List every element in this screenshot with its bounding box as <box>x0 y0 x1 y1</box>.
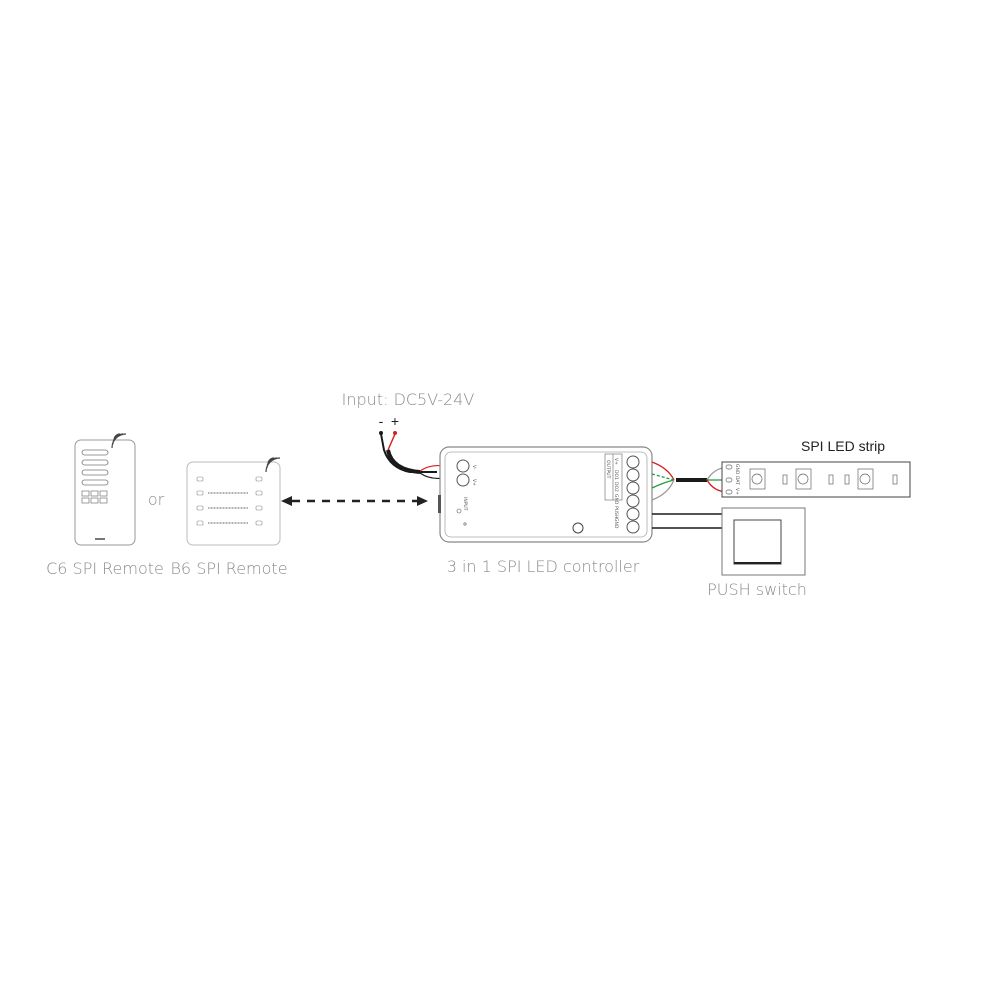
terminal-label: DO1 <box>613 470 619 480</box>
led-output-cable <box>651 461 729 501</box>
terminal-label: PUSH <box>613 506 619 518</box>
pin-label: V+ <box>734 488 740 495</box>
input-plus-label: + <box>391 413 399 429</box>
terminal-label: V+ <box>613 458 619 465</box>
power-input-cable <box>379 431 445 480</box>
c6-remote-label: C6 SPI Remote <box>46 559 164 578</box>
b6-remote <box>186 457 281 546</box>
terminal-label: DO2 <box>613 482 619 492</box>
push-switch-label: PUSH switch <box>707 580 807 599</box>
b6-remote-label: B6 SPI Remote <box>170 559 287 578</box>
or-label: or <box>148 490 165 509</box>
led-strip-label: SPI LED strip <box>801 438 885 454</box>
wireless-signal-icon <box>111 433 127 449</box>
input-minus-label: - <box>379 413 384 429</box>
spi-led-controller: V- V+ INPUT OUTPUT V+ DO1 DO2 GND PUSH G… <box>438 446 653 543</box>
wireless-signal-icon <box>265 457 281 473</box>
output-label: OUTPUT <box>605 460 611 479</box>
c6-remote <box>74 433 136 546</box>
pin-label: GND <box>734 464 740 475</box>
pin-label: DAT <box>734 476 740 485</box>
wireless-link-arrow <box>281 496 428 506</box>
spi-led-strip: GND DAT V+ <box>721 461 911 498</box>
input-label: INPUT <box>462 497 468 511</box>
terminal-label: V+ <box>471 479 477 486</box>
controller-label: 3 in 1 SPI LED controller <box>447 557 640 576</box>
terminal-label: V- <box>471 465 477 470</box>
terminal-label: GND <box>613 518 619 529</box>
input-voltage-label: Input: DC5V-24V <box>342 390 475 409</box>
terminal-label: GND <box>613 494 619 505</box>
push-switch <box>652 507 806 576</box>
